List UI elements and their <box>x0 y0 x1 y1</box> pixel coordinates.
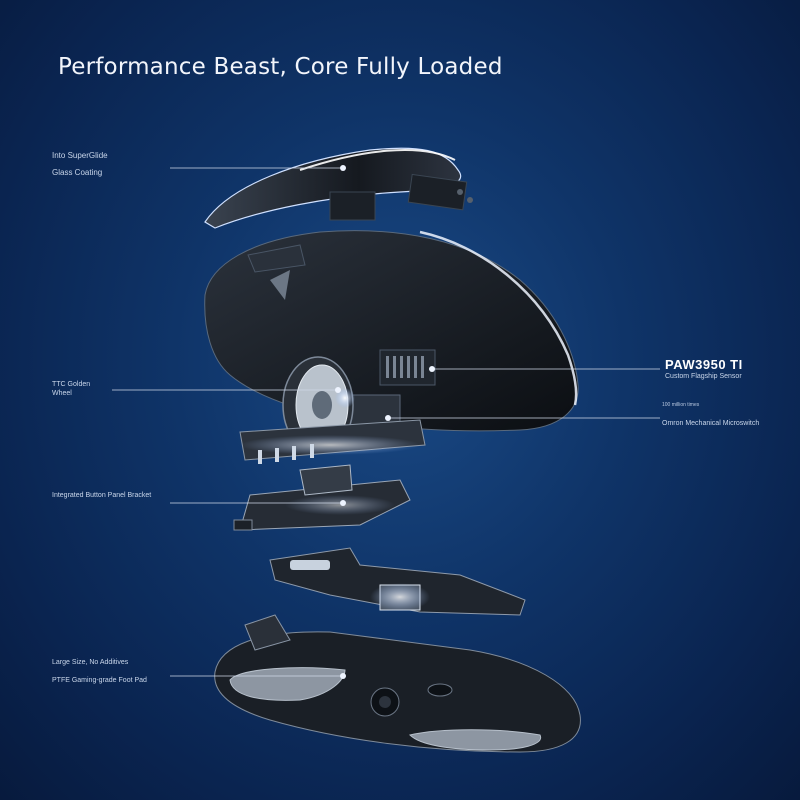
top-shell-part <box>204 147 473 229</box>
mouse-body-part <box>204 230 579 432</box>
feet-label-line1: Large Size, No Additives <box>52 659 129 666</box>
switch-board-part <box>239 419 426 464</box>
bottom-base-part <box>214 614 581 753</box>
callout-dots <box>335 165 435 679</box>
switch-note: 100 million times <box>662 402 700 408</box>
coating-label-line1: Into SuperGlide <box>52 151 108 160</box>
switch-title: Omron Mechanical Microswitch <box>662 420 760 427</box>
button-bracket-part <box>233 464 411 531</box>
coating-label-line2: Glass Coating <box>52 168 103 177</box>
feet-label-line2: PTFE Gaming-grade Foot Pad <box>52 677 147 684</box>
wheel-label-line2: Wheel <box>52 390 72 397</box>
wheel-label-line1: TTC Golden <box>52 381 91 388</box>
callout-lines <box>112 167 660 677</box>
pcb-board-part <box>269 547 526 616</box>
bracket-label: Integrated Button Panel Bracket <box>52 492 152 499</box>
sensor-title: PAW3950 TI <box>665 357 743 372</box>
sensor-subtitle: Custom Flagship Sensor <box>665 373 742 380</box>
page-title: Performance Beast, Core Fully Loaded <box>58 54 503 80</box>
